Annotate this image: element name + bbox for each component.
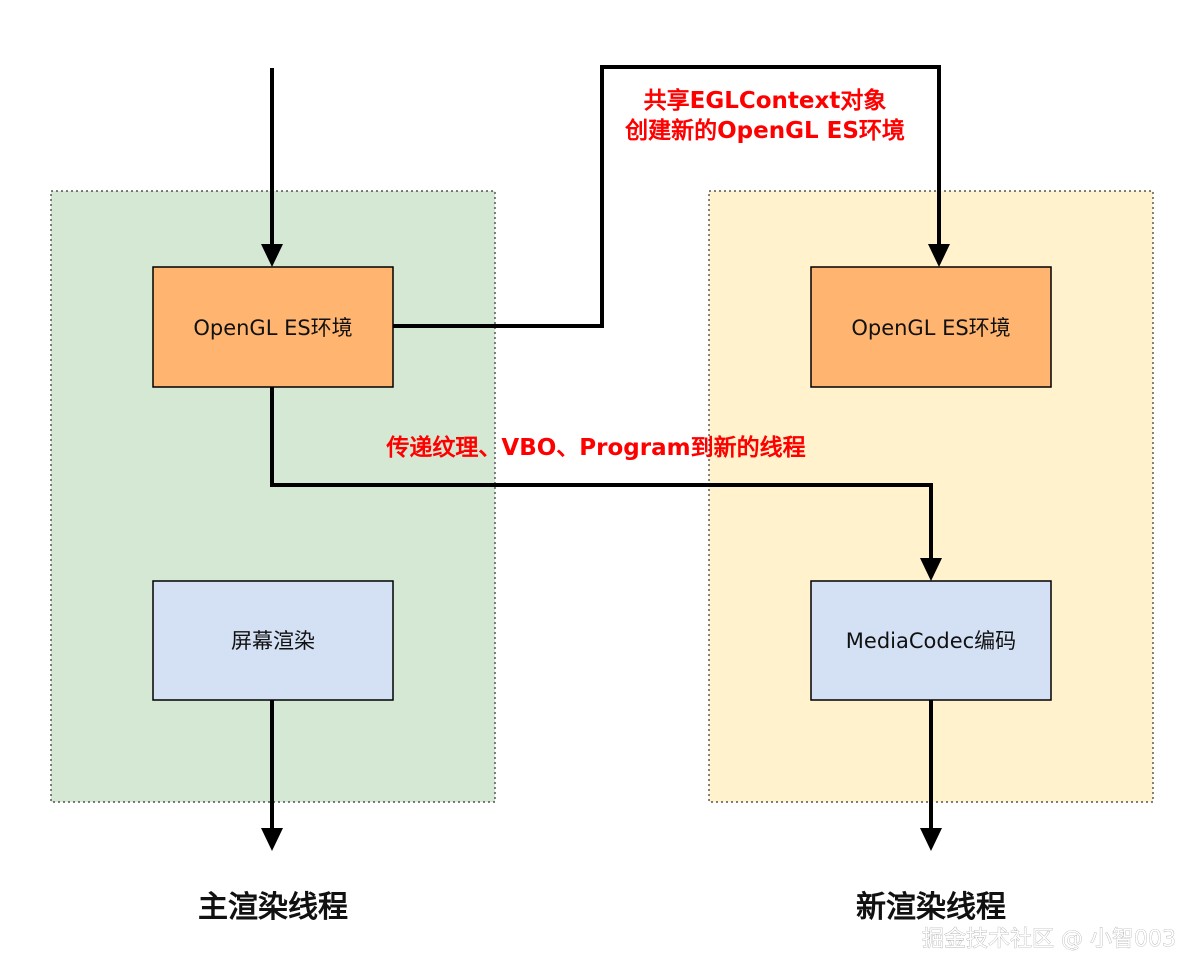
screen-render-label: 屏幕渲染 [231,629,315,653]
pass-resources-label: 传递纹理、VBO、Program到新的线程 [385,434,805,461]
edge-share-context-arrowhead [928,244,950,267]
main-thread-label: 主渲染线程 [198,890,348,925]
new-opengl-label: OpenGL ES环境 [851,316,1010,340]
main-opengl-node [152,266,394,388]
edge-output-new-arrowhead [920,828,942,851]
mediacodec-label: MediaCodec编码 [846,629,1016,653]
share-context-label-line2: 创建新的OpenGL ES环境 [624,117,905,144]
main-opengl-label: OpenGL ES环境 [193,316,352,340]
screen-render-node [152,580,394,701]
edge-output-main-arrowhead [261,828,283,851]
new-opengl-node [810,266,1052,388]
new-thread-label: 新渲染线程 [856,890,1006,925]
watermark-text: 掘金技术社区 @ 小智003 [922,927,1176,952]
share-context-label-line1: 共享EGLContext对象 [644,87,887,114]
edge-input-main-arrowhead [261,244,283,267]
mediacodec-node [810,580,1052,701]
edge-share-context [393,65,941,328]
edge-pass-resources-arrowhead [920,558,942,581]
edge-pass-resources [270,387,933,560]
